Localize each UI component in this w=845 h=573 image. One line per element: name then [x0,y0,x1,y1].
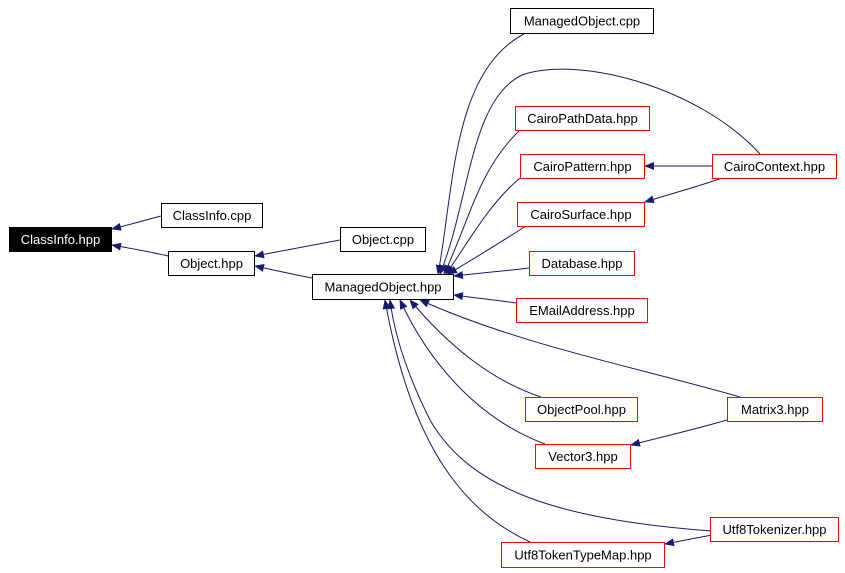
node-objectpool-hpp[interactable]: ObjectPool.hpp [525,397,638,422]
edge-managedobject-cpp-to-managedobject-hpp [435,33,525,275]
node-box [525,397,638,422]
node-classinfo-cpp[interactable]: ClassInfo.cpp [161,203,263,228]
node-label: ObjectPool.hpp [537,402,626,417]
node-label: ManagedObject.hpp [324,280,441,295]
node-cairosurface-hpp[interactable]: CairoSurface.hpp [517,202,645,227]
node-label: EMailAddress.hpp [529,303,635,318]
node-box [520,154,645,179]
node-label: CairoContext.hpp [724,159,825,174]
node-label: Matrix3.hpp [741,402,809,417]
edge-cairosurface-hpp-to-managedobject-hpp [447,225,527,275]
node-utf8tokenizer-hpp[interactable]: Utf8Tokenizer.hpp [710,517,839,542]
node-box [168,251,255,276]
node-box [517,202,645,227]
node-box [501,542,665,568]
node-box [712,154,837,179]
node-cairocontext-hpp[interactable]: CairoContext.hpp [712,154,837,179]
edge-database-hpp-to-managedobject-hpp [453,267,530,279]
node-box [510,8,654,34]
node-vector3-hpp[interactable]: Vector3.hpp [535,444,631,469]
edge-cairocontext-hpp-to-cairosurface-hpp [644,177,723,204]
node-box [710,517,839,542]
node-label: Object.cpp [352,232,414,247]
node-object-hpp[interactable]: Object.hpp [168,251,255,276]
node-box [340,227,426,252]
node-managedobject-hpp[interactable]: ManagedObject.hpp [312,274,454,300]
node-box [9,227,112,252]
node-label: ClassInfo.hpp [21,232,101,247]
node-box [161,203,263,228]
edge-objectpool-hpp-to-managedobject-hpp [409,299,542,398]
node-label: Utf8TokenTypeMap.hpp [514,548,651,563]
edge-emailaddress-hpp-to-managedobject-hpp [453,292,517,304]
node-box [727,397,823,422]
node-box [529,251,635,276]
edge-utf8tokentypemap-hpp-to-managedobject-hpp [382,299,531,543]
node-label: Utf8Tokenizer.hpp [722,522,826,537]
node-box [312,274,454,300]
edge-object-cpp-to-object-hpp [254,239,341,259]
node-label: CairoPattern.hpp [533,159,631,174]
edge-cairopattern-hpp-to-managedobject-hpp [445,177,521,275]
node-matrix3-hpp[interactable]: Matrix3.hpp [727,397,823,422]
edge-matrix3-hpp-to-managedobject-hpp [419,299,741,398]
node-label: Vector3.hpp [548,449,617,464]
node-label: CairoPathData.hpp [527,111,638,126]
edges-layer [111,33,761,547]
edge-vector3-hpp-to-managedobject-hpp [399,299,546,445]
node-box [535,444,631,469]
edge-utf8tokenizer-hpp-to-managedobject-hpp [387,299,713,532]
node-label: ManagedObject.cpp [524,14,640,29]
node-label: ClassInfo.cpp [173,208,252,223]
node-cairopattern-hpp[interactable]: CairoPattern.hpp [520,154,645,179]
node-box [515,106,650,131]
edge-managedobject-hpp-to-object-hpp [254,264,313,279]
node-database-hpp[interactable]: Database.hpp [529,251,635,276]
edge-object-hpp-to-classinfo-hpp [111,242,169,257]
node-label: Object.hpp [180,256,243,271]
node-label: CairoSurface.hpp [530,207,631,222]
edge-cairocontext-hpp-to-managedobject-hpp [439,68,761,275]
node-classinfo-hpp[interactable]: ClassInfo.hpp [9,227,112,252]
node-emailaddress-hpp[interactable]: EMailAddress.hpp [516,298,648,323]
edge-utf8tokenizer-hpp-to-utf8tokentypemap-hpp [664,534,713,547]
node-object-cpp[interactable]: Object.cpp [340,227,426,252]
edge-classinfo-cpp-to-classinfo-hpp [111,215,162,231]
node-label: Database.hpp [542,256,623,271]
edge-matrix3-hpp-to-vector3-hpp [630,419,728,447]
edge-cairopathdata-hpp-to-managedobject-hpp [443,129,521,275]
node-cairopathdata-hpp[interactable]: CairoPathData.hpp [515,106,650,131]
node-utf8tokentypemap-hpp[interactable]: Utf8TokenTypeMap.hpp [501,542,665,568]
node-managedobject-cpp[interactable]: ManagedObject.cpp [510,8,654,34]
node-box [516,298,648,323]
nodes-layer: ClassInfo.hppClassInfo.cppObject.hppObje… [9,8,839,568]
